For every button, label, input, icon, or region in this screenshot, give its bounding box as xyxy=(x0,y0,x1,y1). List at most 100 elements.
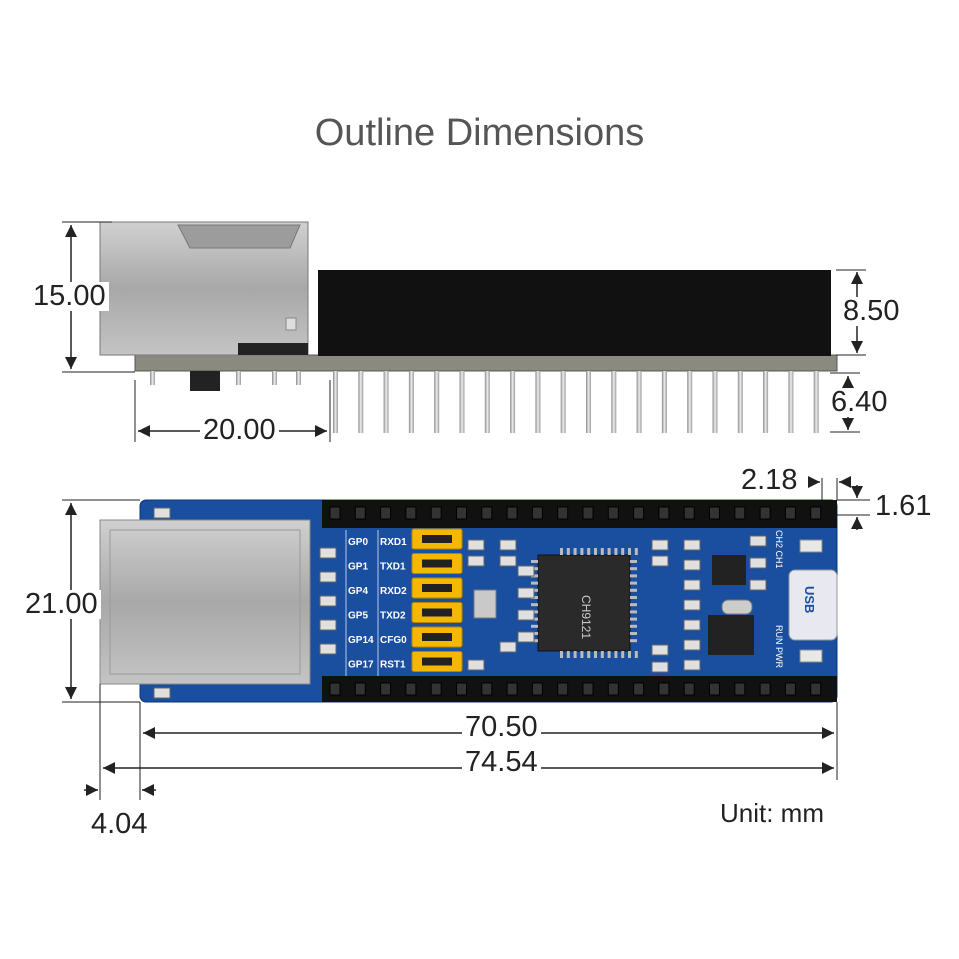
side-pin xyxy=(813,371,819,433)
chip-pin xyxy=(560,651,563,658)
chip-pin xyxy=(607,651,611,658)
smd-part xyxy=(467,659,485,671)
chip-pin xyxy=(573,651,577,658)
smd-part xyxy=(651,661,669,673)
side-pin xyxy=(636,371,642,433)
side-pin xyxy=(333,371,338,433)
pin-label-right: RXD2 xyxy=(380,586,407,597)
chip-pin xyxy=(630,617,637,621)
header-hole xyxy=(354,682,366,696)
header-hole xyxy=(658,506,670,520)
header-hole xyxy=(683,682,695,696)
header-hole xyxy=(557,506,569,520)
dim-header-height: 8.50 xyxy=(840,297,903,326)
top-rj45 xyxy=(99,519,311,685)
chip-pin xyxy=(566,651,570,658)
smd-part xyxy=(319,571,337,583)
rj45-leg xyxy=(272,371,277,385)
header-hole xyxy=(709,506,720,520)
chip-pin xyxy=(630,581,637,585)
rj45-leg xyxy=(296,371,301,385)
side-pin xyxy=(434,371,440,433)
smd-part xyxy=(651,555,669,567)
smd-part xyxy=(651,644,669,656)
side-pin xyxy=(535,371,541,433)
smd-part xyxy=(319,595,337,607)
side-pin xyxy=(408,371,414,433)
top-view: CH9121 USB CH2 CH1 RUN PWR GP0GP1GP4GP5G… xyxy=(62,476,870,800)
smd-part xyxy=(517,587,535,599)
header-hole xyxy=(683,506,695,520)
smd-part xyxy=(499,641,517,653)
usb-label: USB xyxy=(802,586,817,613)
smd-part xyxy=(749,579,767,591)
side-pin xyxy=(763,371,769,433)
smd-part xyxy=(319,643,337,655)
header-hole xyxy=(430,682,442,696)
chip-pin xyxy=(630,632,637,635)
smd-part xyxy=(467,539,485,551)
pin-label-left: GP14 xyxy=(348,635,374,646)
smd-part xyxy=(683,579,701,591)
header-hole xyxy=(582,506,594,520)
regulator-2 xyxy=(708,615,754,655)
smd-part xyxy=(517,565,535,577)
header-hole xyxy=(607,682,619,696)
header-hole xyxy=(380,506,392,520)
header-hole xyxy=(329,682,341,696)
side-pin xyxy=(712,371,718,433)
side-pin xyxy=(687,371,693,433)
header-hole xyxy=(531,682,543,696)
header-hole xyxy=(354,506,366,520)
chip-pin xyxy=(630,588,637,592)
led-label-bottom: RUN PWR xyxy=(774,625,784,668)
header-hole xyxy=(380,682,392,696)
chip-pin xyxy=(630,603,637,607)
chip-pin xyxy=(614,651,618,658)
chip-pin xyxy=(580,548,584,555)
smd-part xyxy=(499,539,517,551)
side-pin xyxy=(560,371,566,433)
pin-label-left: GP0 xyxy=(348,537,368,548)
chip-pin xyxy=(607,548,611,555)
header-hole xyxy=(810,506,822,520)
dim-pin-offset: 1.61 xyxy=(872,492,935,521)
chip-pin xyxy=(560,548,563,555)
jumper-slot xyxy=(422,535,452,543)
chip-pin xyxy=(580,651,584,658)
chip-pin xyxy=(587,548,591,555)
header-hole xyxy=(759,682,771,696)
rj45-leg xyxy=(150,371,155,385)
smd-part xyxy=(683,539,701,551)
header-hole xyxy=(329,506,341,520)
header-hole xyxy=(784,506,796,520)
header-hole xyxy=(531,506,543,520)
chip-pin xyxy=(621,651,625,658)
header-hole xyxy=(607,506,619,520)
ch9121-chip xyxy=(537,554,631,652)
chip-pin xyxy=(630,560,637,563)
header-hole xyxy=(405,682,417,696)
header-hole xyxy=(430,506,442,520)
chip-pin xyxy=(634,651,638,658)
header-hole xyxy=(709,682,720,696)
header-hole xyxy=(481,506,493,520)
pin-label-right: TXD2 xyxy=(380,611,406,622)
dim-total-length: 74.54 xyxy=(462,748,541,777)
header-hole xyxy=(506,682,518,696)
header-hole xyxy=(734,682,746,696)
chip-pin xyxy=(531,624,538,628)
smd-part xyxy=(467,555,485,567)
usb-connector xyxy=(788,569,838,641)
dim-rj45-offset: 20.00 xyxy=(200,416,279,445)
side-pin xyxy=(484,371,490,433)
unit-label: Unit: mm xyxy=(720,798,824,828)
smd-part xyxy=(683,599,701,611)
chip-pin xyxy=(531,560,538,563)
chip-pin xyxy=(630,567,637,571)
header-hole xyxy=(405,506,417,520)
side-header xyxy=(318,270,831,356)
chip-pin xyxy=(531,581,538,585)
rj45-leg xyxy=(236,371,241,385)
